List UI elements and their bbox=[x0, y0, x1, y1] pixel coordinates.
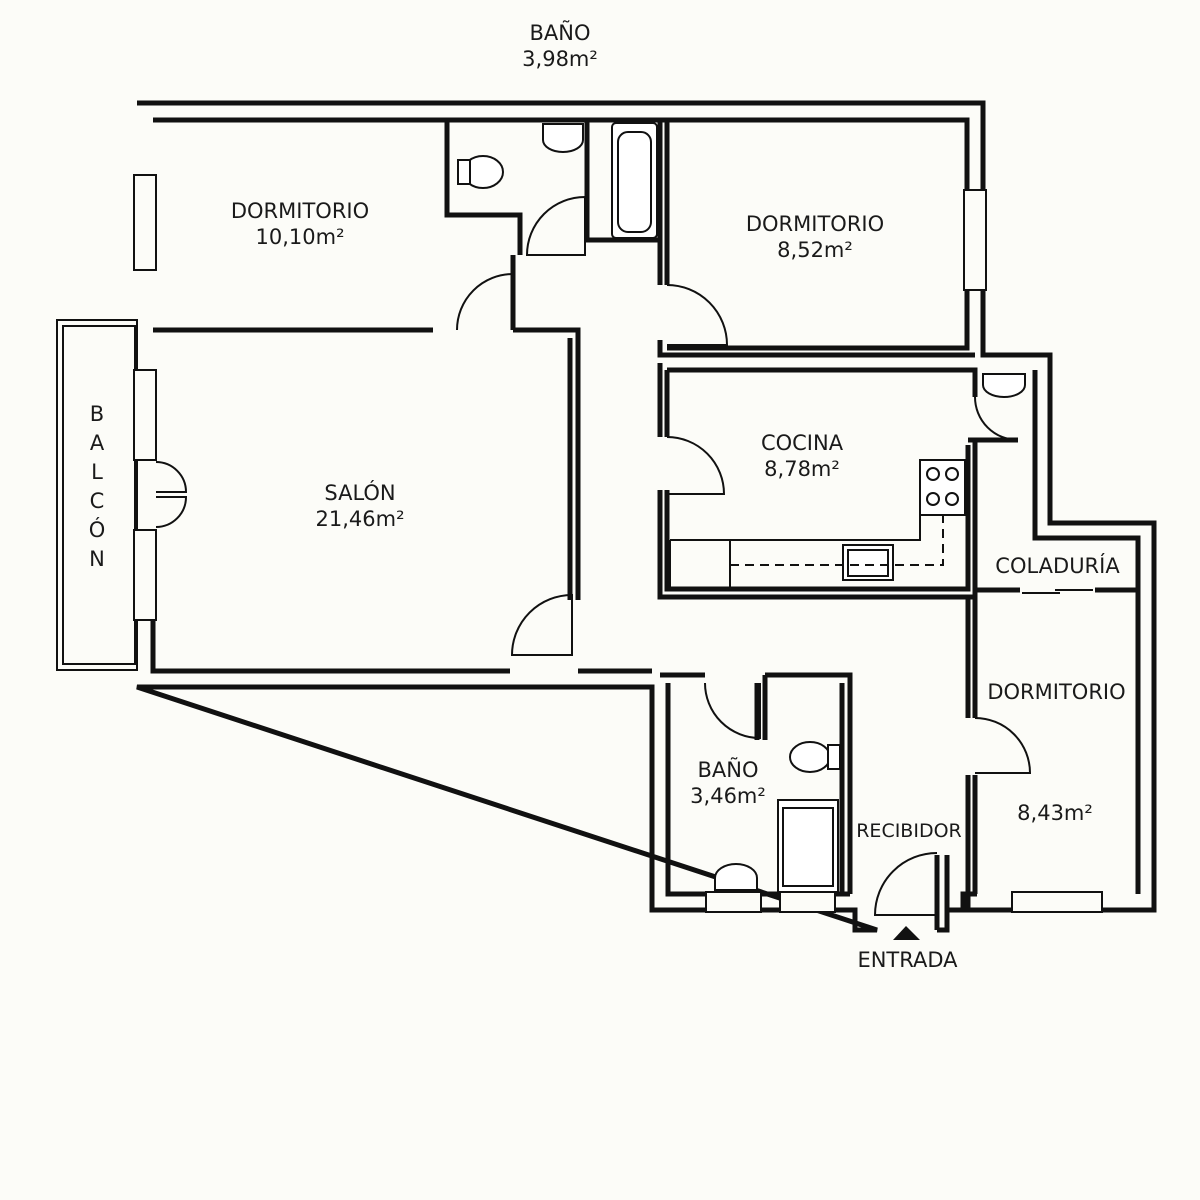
entrance-arrow bbox=[893, 926, 920, 940]
burner-4 bbox=[945, 492, 959, 506]
room-name: BAÑO bbox=[697, 758, 759, 782]
kitchen-sink-inner bbox=[847, 549, 889, 577]
window-dormitorio-3 bbox=[1011, 891, 1103, 913]
balcon-letter: Ó bbox=[88, 518, 106, 542]
room-area: 8,52m² bbox=[777, 238, 853, 262]
balcon-letter: A bbox=[89, 431, 105, 455]
outer-wall-inner bbox=[153, 117, 1141, 912]
toilet-bottom bbox=[789, 741, 831, 773]
toilet-bottom-tank bbox=[827, 744, 841, 770]
balcon-letter: L bbox=[91, 460, 103, 484]
sliding-door-coladuria bbox=[1022, 589, 1093, 594]
toilet-top-tank bbox=[457, 159, 471, 185]
room-name: COLADURÍA bbox=[995, 554, 1120, 578]
door-dormitorio-2 bbox=[666, 284, 729, 346]
wall-salon-bottom bbox=[150, 620, 652, 674]
stove bbox=[919, 459, 966, 516]
balcony bbox=[56, 319, 138, 671]
burner-1 bbox=[926, 467, 940, 481]
wall-dormitorio1-salon bbox=[153, 327, 581, 600]
room-area: 21,46m² bbox=[315, 507, 405, 531]
room-dormitorio-1: DORMITORIO 10,10m² bbox=[210, 198, 390, 250]
window-salon-bottom bbox=[133, 529, 157, 621]
room-area: 3,98m² bbox=[522, 47, 598, 71]
wall-recibidor bbox=[934, 855, 950, 930]
door-coladuria bbox=[974, 396, 1019, 441]
door-entrada bbox=[873, 852, 938, 916]
balcon-label: B A L C Ó N bbox=[82, 400, 112, 574]
sink-top bbox=[542, 123, 584, 153]
wall-bano-bottom bbox=[660, 672, 853, 894]
wall-cocina bbox=[657, 363, 1018, 600]
wall-coladuria bbox=[965, 587, 1138, 718]
sink-bottom bbox=[714, 863, 758, 891]
door-bano-bottom bbox=[704, 682, 761, 740]
door-balcon-bottom bbox=[155, 496, 188, 528]
room-dormitorio-3-area: 8,43m² bbox=[1000, 800, 1110, 826]
room-area: 10,10m² bbox=[255, 225, 345, 249]
room-name: COCINA bbox=[760, 431, 844, 455]
room-dormitorio-2: DORMITORIO 8,52m² bbox=[725, 211, 905, 263]
wall-dormitorio3-left bbox=[965, 775, 978, 912]
window-bano-bottom bbox=[705, 891, 762, 913]
room-area: 3,46m² bbox=[690, 784, 766, 808]
window-dormitorio-2 bbox=[963, 189, 987, 291]
room-area: 8,43m² bbox=[1017, 801, 1093, 825]
window-dormitorio-1 bbox=[133, 174, 157, 271]
counter-edge bbox=[730, 515, 921, 541]
wall-salon-right bbox=[567, 338, 581, 600]
door-dormitorio-3 bbox=[974, 717, 1032, 774]
room-name: BAÑO bbox=[529, 21, 591, 45]
wall-dormitorio2-bottom bbox=[657, 290, 975, 358]
sink-coladuria bbox=[982, 373, 1026, 398]
wall-cocina-inner bbox=[664, 370, 971, 592]
wall-dormitorio2-left bbox=[657, 120, 670, 285]
room-coladuria: COLADURÍA bbox=[980, 553, 1135, 579]
room-name: DORMITORIO bbox=[230, 199, 370, 223]
bathtub-top-inner bbox=[617, 131, 652, 233]
room-recibidor: RECIBIDOR bbox=[850, 818, 968, 844]
wall-dormitorio1-right bbox=[444, 120, 523, 330]
balcony-inner bbox=[62, 325, 136, 665]
balcon-letter: B bbox=[89, 402, 105, 426]
room-salon: SALÓN 21,46m² bbox=[290, 480, 430, 532]
door-balcon-top bbox=[155, 461, 188, 493]
burner-3 bbox=[926, 492, 940, 506]
room-dormitorio-3-name: DORMITORIO bbox=[975, 679, 1138, 705]
shower-bottom-inner bbox=[782, 807, 834, 887]
wall-bano-top bbox=[447, 120, 663, 285]
room-cocina: COCINA 8,78m² bbox=[737, 430, 867, 482]
door-dormitorio-1 bbox=[456, 272, 514, 331]
balcon-letter: N bbox=[89, 547, 105, 571]
room-name: DORMITORIO bbox=[745, 212, 885, 236]
window-salon-top bbox=[133, 369, 157, 461]
counter-dashed bbox=[730, 515, 944, 566]
burner-2 bbox=[945, 467, 959, 481]
entrance-label: ENTRADA bbox=[857, 948, 958, 972]
room-name: DORMITORIO bbox=[987, 680, 1126, 704]
room-bano-bottom: BAÑO 3,46m² bbox=[668, 757, 788, 809]
balcon-letter: C bbox=[89, 489, 105, 513]
room-area: 8,78m² bbox=[764, 457, 840, 481]
door-salon bbox=[510, 593, 573, 656]
door-cocina bbox=[666, 436, 726, 495]
door-bano-top bbox=[525, 195, 586, 256]
counter-outline bbox=[669, 539, 731, 589]
room-name: SALÓN bbox=[324, 481, 396, 505]
room-bano-top: BAÑO 3,98m² bbox=[500, 20, 620, 72]
room-name: RECIBIDOR bbox=[856, 820, 962, 842]
window-bano-bottom-2 bbox=[779, 891, 836, 913]
